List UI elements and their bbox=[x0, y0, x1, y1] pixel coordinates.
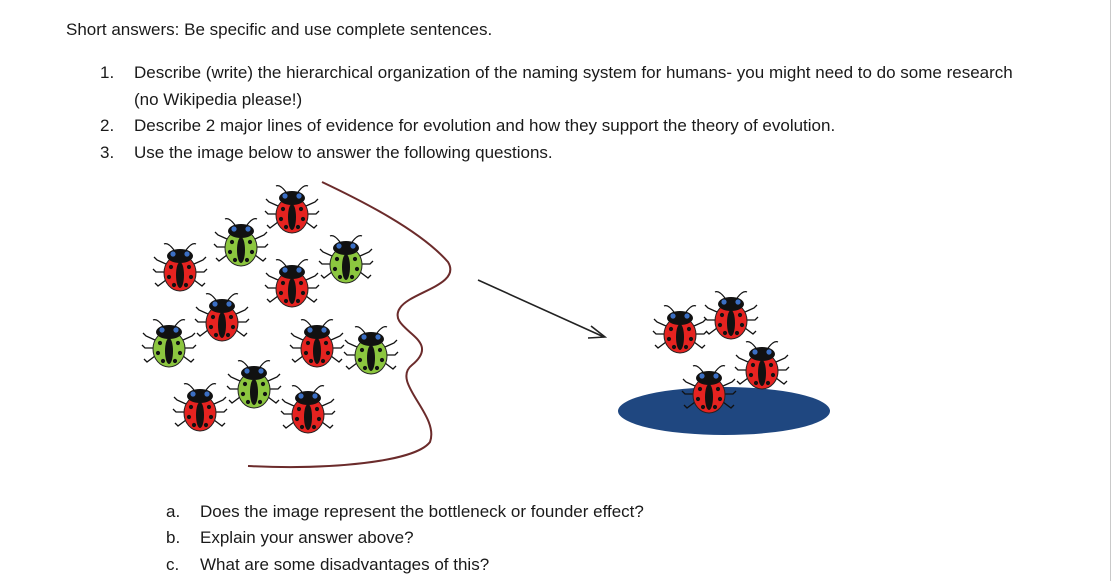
beetle-original-3 bbox=[152, 243, 208, 292]
question-text: Describe 2 major lines of evidence for e… bbox=[134, 116, 836, 135]
beetle-original-7 bbox=[141, 319, 197, 368]
beetle-founder-4 bbox=[681, 365, 737, 414]
beetle-original-4 bbox=[318, 235, 374, 284]
beetle-original-8 bbox=[289, 319, 345, 368]
population-boundary-line bbox=[247, 181, 452, 468]
sub-question-text: Explain your answer above? bbox=[200, 528, 414, 547]
beetle-original-1 bbox=[264, 185, 320, 234]
beetle-founder-2 bbox=[703, 291, 759, 340]
question-number: 3. bbox=[100, 143, 115, 162]
arrow-head bbox=[587, 325, 608, 339]
page-edge bbox=[1110, 0, 1111, 581]
sub-question-letter: a. bbox=[166, 502, 181, 521]
beetle-founder-3 bbox=[734, 341, 790, 390]
sub-question-text: What are some disadvantages of this? bbox=[200, 555, 490, 574]
question-number: 1. bbox=[100, 63, 115, 82]
instructions-heading: Short answers: Be specific and use compl… bbox=[66, 20, 493, 39]
question-text: Use the image below to answer the follow… bbox=[134, 143, 553, 162]
island bbox=[618, 387, 830, 435]
question-text: Describe (write) the hierarchical organi… bbox=[134, 63, 1013, 109]
sub-question-letter: c. bbox=[166, 555, 180, 574]
arrow-line bbox=[477, 279, 605, 338]
sub-question-letter: b. bbox=[166, 528, 181, 547]
beetle-original-11 bbox=[172, 383, 228, 432]
sub-question-text: Does the image represent the bottleneck … bbox=[200, 502, 644, 521]
beetle-original-5 bbox=[264, 259, 320, 308]
beetle-original-6 bbox=[194, 293, 250, 342]
beetle-founder-1 bbox=[652, 305, 708, 354]
beetle-original-12 bbox=[280, 385, 336, 434]
beetle-original-10 bbox=[226, 360, 282, 409]
beetle-original-2 bbox=[213, 218, 269, 267]
beetle-original-9 bbox=[343, 326, 399, 375]
question-number: 2. bbox=[100, 116, 115, 135]
